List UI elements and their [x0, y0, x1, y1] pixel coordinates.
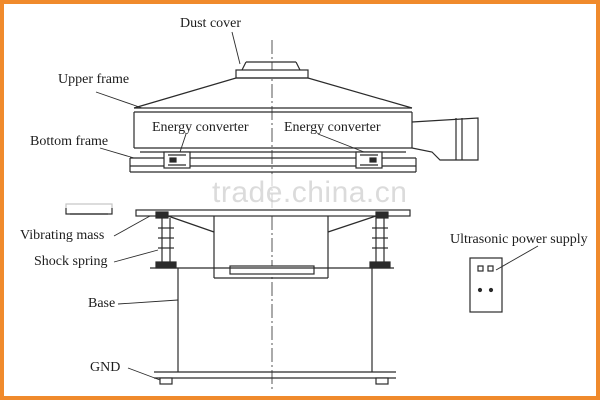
vibrating-mass-shape: [135, 209, 411, 219]
label-vibrating-mass: Vibrating mass: [20, 228, 105, 243]
energy-converter-left-shape: [163, 151, 191, 169]
outlet-spout: [411, 117, 479, 161]
label-energy-converter-right: Energy converter: [284, 120, 381, 135]
label-shock-spring: Shock spring: [34, 254, 108, 269]
label-dust-cover: Dust cover: [180, 16, 242, 31]
ultrasonic-power-supply-box: [469, 257, 503, 313]
dust-cover: [133, 77, 413, 113]
ground-feet: [159, 377, 389, 385]
label-bottom-frame: Bottom frame: [30, 134, 109, 149]
energy-converter-right-shape: [355, 151, 383, 169]
watermark-band: [4, 174, 596, 208]
watermark-text: trade.china.cn: [212, 176, 408, 209]
leader-lines: [95, 31, 539, 381]
label-gnd: GND: [90, 360, 121, 375]
label-base: Base: [88, 296, 116, 311]
label-energy-converter-left: Energy converter: [152, 120, 249, 135]
label-upper-frame: Upper frame: [58, 72, 130, 87]
shock-spring-right-shape: [369, 218, 391, 269]
shock-spring-left-shape: [155, 218, 177, 269]
label-ultrasonic-power-supply: Ultrasonic power supply: [450, 232, 588, 247]
base-shape: [150, 267, 396, 379]
